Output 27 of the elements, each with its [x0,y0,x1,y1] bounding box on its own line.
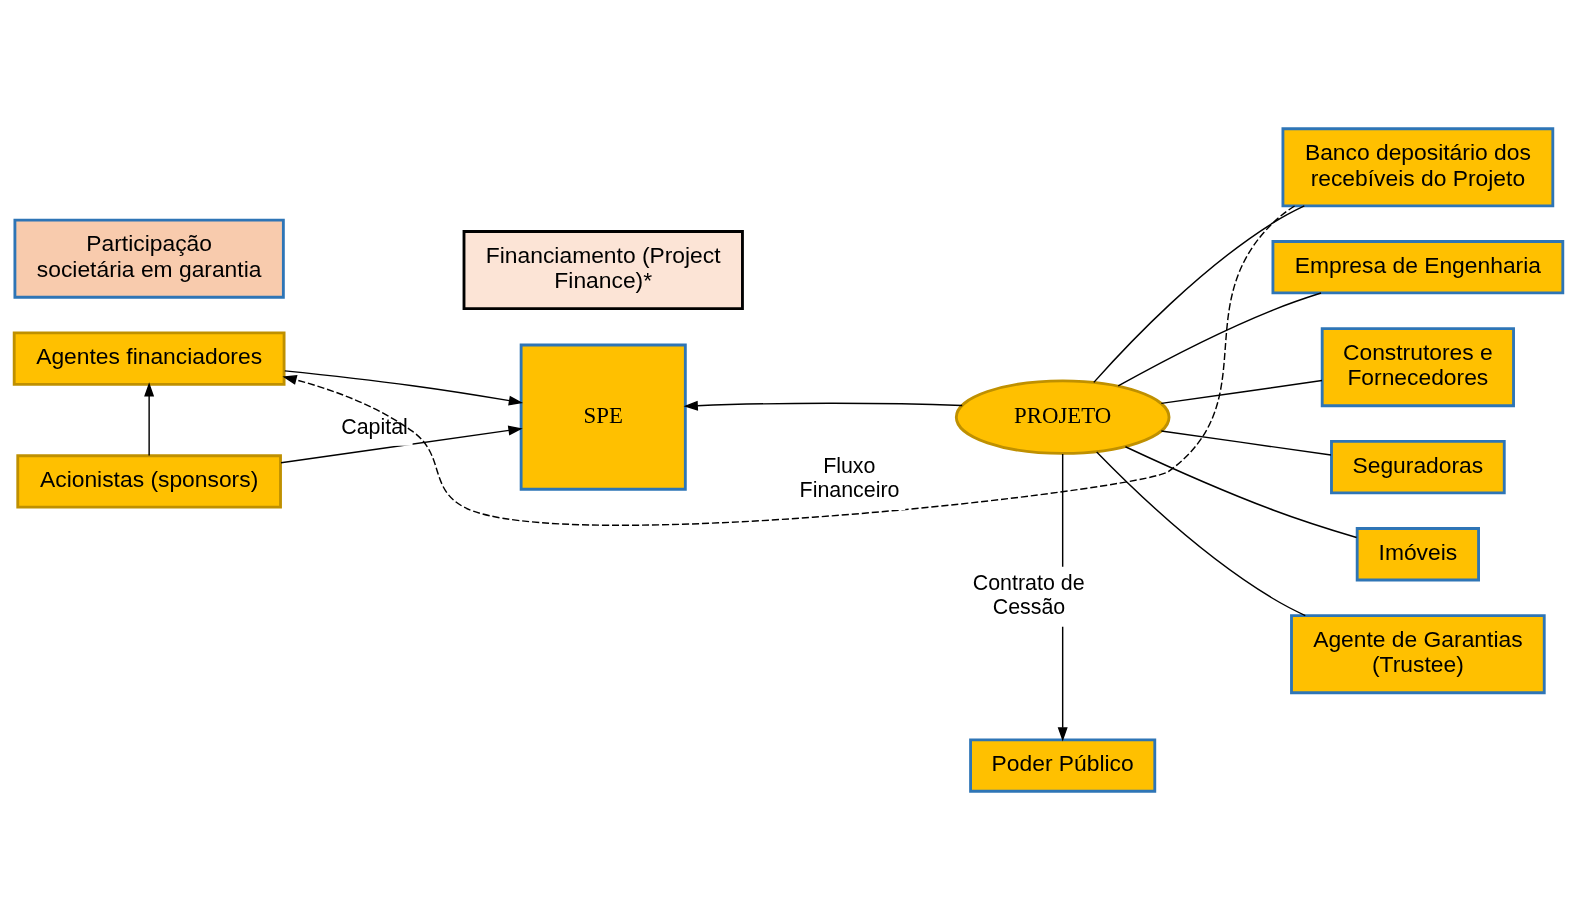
node-box: Empresa de Engenharia [1271,240,1565,295]
edge-label: Capital [341,414,408,439]
arrow [280,425,523,464]
node-box: Acionistas (sponsors) [16,454,282,509]
node-box: Agente de Garantias (Trustee) [1290,614,1546,695]
connector [1117,292,1322,387]
node-box: Financiamento (Project Finance)* [462,230,744,311]
node-box: Participação societária em garantia [13,218,285,299]
node-box: Imóveis [1355,527,1480,582]
arrow [144,382,155,457]
node-box: Banco depositário dos recebíveis do Projeto [1281,127,1555,208]
node-box: Agentes financiadores [12,331,286,386]
node-box: SPE [519,343,687,491]
arrow [282,205,1296,526]
arrow [683,400,963,411]
node-box: Poder Público [969,738,1157,793]
connector [1095,451,1306,617]
connector [1160,379,1323,405]
connector [1093,205,1306,384]
node-box: Seguradoras [1330,440,1506,495]
node-box: Construtores e Fornecedores [1320,327,1515,408]
arrow [284,370,524,406]
connector [1124,446,1358,539]
node-ellipse: PROJETO [954,379,1171,455]
connector [1160,430,1332,456]
edge-label: Contrato de Cessão [972,570,1085,619]
edge-label: Fluxo Financeiro [799,453,900,503]
